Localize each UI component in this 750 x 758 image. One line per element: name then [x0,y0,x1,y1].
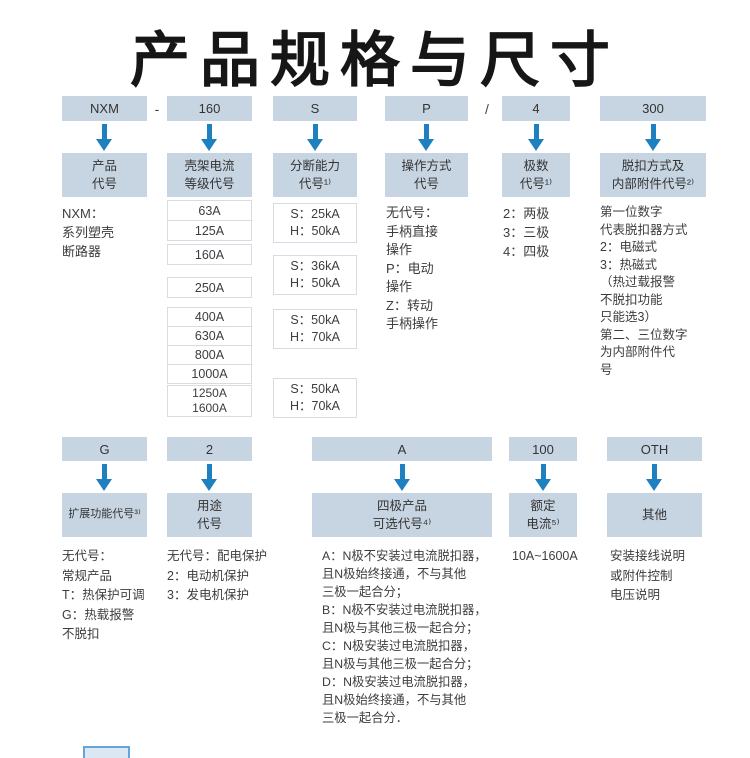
extended-function-list: 无代号： 常规产品 T：热保护可调 G：热载报警 不脱扣 [62,549,145,641]
code-box-oth: OTH [607,437,702,461]
code-box-a: A [312,437,492,461]
separator-slash: / [485,100,489,117]
frame-current-cell: 125A [167,220,252,241]
label-trip-accessory-code: 脱扣方式及 内部附件代号²⁾ [600,153,706,197]
down-arrow-icon [528,124,544,151]
down-arrow-icon [394,464,410,491]
product-description: NXM： 系列塑壳 断路器 [62,206,115,259]
code-box-2: 2 [167,437,252,461]
label-other: 其他 [607,493,702,537]
label-breaking-capacity-code: 分断能力 代号¹⁾ [273,153,357,197]
label-four-pole-option-code: 四极产品 可选代号⁴⁾ [312,493,492,537]
code-box-nxm: NXM [62,96,147,121]
down-arrow-icon [201,124,217,151]
frame-current-cell: 1000A [167,364,252,384]
usage-code-list: 无代号：配电保护 2：电动机保护 3：发电机保护 [167,549,268,602]
frame-current-cell: 63A [167,200,252,221]
frame-current-cell: 630A [167,326,252,346]
frame-current-cell: 160A [167,244,252,265]
label-product-code: 产品 代号 [62,153,147,197]
down-arrow-icon [201,464,217,491]
rated-current-range: 10A~1600A [512,549,578,563]
label-frame-current-code: 壳架电流 等级代号 [167,153,252,197]
code-box-100: 100 [509,437,577,461]
code-box-4: 4 [502,96,570,121]
code-box-300: 300 [600,96,706,121]
label-operation-mode-code: 操作方式 代号 [385,153,468,197]
code-box-160: 160 [167,96,252,121]
code-box-p: P [385,96,468,121]
breaking-capacity-cell: S：25kA H：50kA [273,203,357,243]
four-pole-option-list: A：N极不安装过电流脱扣器， 且N极始终接通，不与其他 三极一起合分； B：N极… [322,549,487,725]
down-arrow-icon [418,124,434,151]
label-pole-count-code: 极数 代号¹⁾ [502,153,570,197]
breaking-capacity-cell: S：50kA H：70kA [273,309,357,349]
frame-current-cell: 250A [167,277,252,298]
frame-current-cell: 800A [167,345,252,365]
other-notes: 安装接线说明 或附件控制 电压说明 [610,549,686,602]
separator-dash: - [154,100,160,117]
operation-mode-list: 无代号： 手柄直接 操作 P：电动 操作 Z：转动 手柄操作 [386,205,439,331]
down-arrow-icon [646,464,662,491]
down-arrow-icon [96,124,112,151]
down-arrow-icon [535,464,551,491]
label-extended-function-code: 扩展功能代号³⁾ [62,493,147,537]
trip-accessory-notes: 第一位数字 代表脱扣器方式 2：电磁式 3：热磁式 （热过载报警 不脱扣功能 只… [600,205,688,377]
pole-count-list: 2：两极 3：三极 4：四极 [503,206,550,259]
label-rated-current: 额定 电流⁵⁾ [509,493,577,537]
down-arrow-icon [645,124,661,151]
down-arrow-icon [96,464,112,491]
page-title: 产品规格与尺寸 [130,27,620,94]
frame-current-cell: 400A [167,307,252,327]
code-box-g: G [62,437,147,461]
down-arrow-icon [307,124,323,151]
breaking-capacity-cell: S：50kA H：70kA [273,378,357,418]
label-usage-code: 用途 代号 [167,493,252,537]
breaking-capacity-cell: S：36kA H：50kA [273,255,357,295]
code-box-s: S [273,96,357,121]
cutoff-box-artifact [83,746,130,758]
frame-current-cell: 1250A 1600A [167,385,252,417]
